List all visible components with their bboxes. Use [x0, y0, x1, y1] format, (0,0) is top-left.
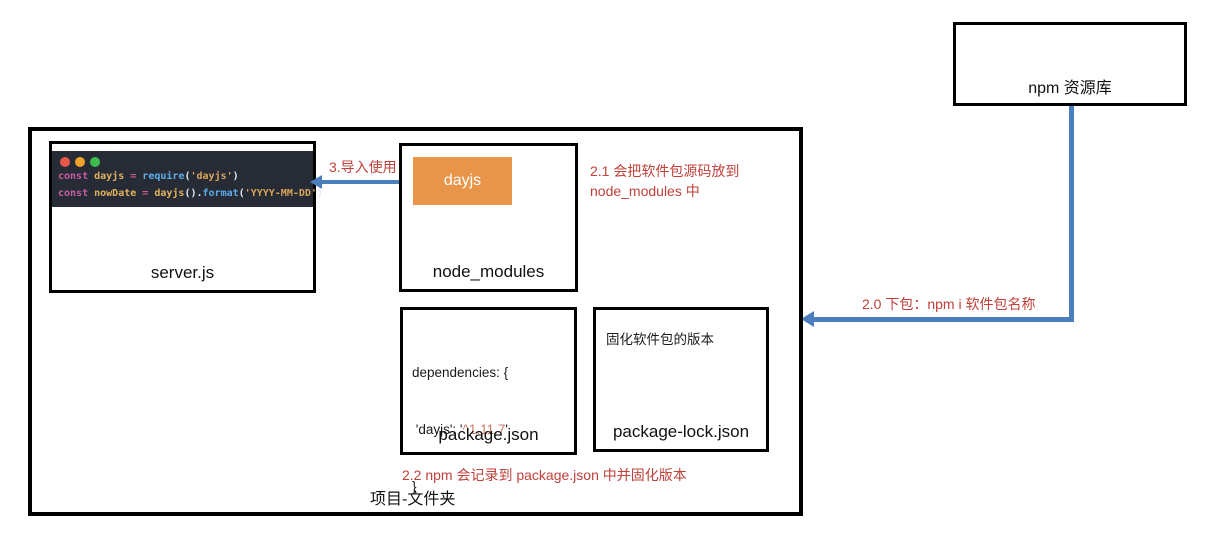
package-lock-json-box: 固化软件包的版本 package-lock.json	[593, 307, 769, 452]
window-dot-orange-icon	[75, 156, 85, 167]
annotation-put-source-line2: node_modules 中	[590, 183, 700, 199]
dependencies-line3: }	[412, 479, 417, 494]
code-token: const	[58, 171, 95, 182]
package-lock-json-label: package-lock.json	[612, 422, 750, 441]
code-token: dayjs	[154, 188, 185, 199]
annotation-download-command: 2.0 下包：npm i 软件包名称	[862, 296, 1036, 312]
code-token: 'YYYY-MM-DD'	[244, 188, 317, 199]
code-token: ().	[184, 188, 203, 199]
code-line-2: const nowDate = dayjs().format('YYYY-MM-…	[58, 185, 323, 202]
dependencies-version: ^1.11.7	[462, 422, 506, 437]
server-js-filename: server.js	[150, 263, 215, 282]
window-dot-red-icon	[60, 156, 70, 167]
annotation-put-source: 2.1 会把软件包源码放到 node_modules 中	[590, 161, 805, 201]
code-token: =	[130, 171, 143, 182]
code-token: const	[58, 188, 95, 199]
code-editor-surface: const dayjs = require('dayjs') const now…	[52, 151, 323, 207]
code-token: require	[142, 171, 185, 182]
dependencies-line2: 'dayjs': '^1.11.7'	[412, 420, 508, 439]
import-arrowhead-icon	[310, 175, 322, 189]
code-token: nowDate	[94, 188, 143, 199]
annotation-import-use: 3.导入使用	[329, 159, 397, 175]
dependencies-line1: dependencies: {	[412, 365, 509, 380]
code-token: dayjs	[94, 171, 131, 182]
package-json-label: package.json	[438, 425, 539, 444]
annotation-record-version: 2.2 npm 会记录到 package.json 中并固化版本	[402, 467, 687, 483]
npm-repository-box: npm 资源库	[953, 22, 1187, 106]
node-modules-label: node_modules	[432, 262, 545, 281]
code-token: (	[184, 171, 191, 182]
code-token: (	[238, 188, 245, 199]
project-folder-label: 项目-文件夹	[370, 491, 456, 508]
server-js-window: const dayjs = require('dayjs') const now…	[49, 141, 323, 293]
code-token: =	[142, 188, 155, 199]
node-modules-box: dayjs node_modules	[399, 143, 578, 292]
package-lock-note: 固化软件包的版本	[606, 332, 714, 347]
package-json-box: dependencies: { 'dayjs': '^1.11.7' } pac…	[400, 307, 577, 494]
code-token: format	[202, 188, 239, 199]
annotation-put-source-line1: 2.1 会把软件包源码放到	[590, 163, 740, 179]
dependencies-line2-prefix: 'dayjs': '	[412, 422, 463, 437]
window-dot-green-icon	[90, 156, 100, 167]
dependencies-snippet: dependencies: { 'dayjs': '^1.11.7' }	[412, 325, 508, 534]
npm-download-arrow-horizontal	[813, 317, 1074, 322]
code-token: )	[316, 188, 323, 199]
code-token: )	[232, 171, 239, 182]
import-arrow-line	[321, 180, 413, 184]
dayjs-package-box: dayjs	[413, 157, 512, 205]
code-line-1: const dayjs = require('dayjs')	[58, 168, 307, 185]
window-controls	[58, 155, 307, 168]
dayjs-package-label: dayjs	[443, 172, 482, 189]
npm-repository-label: npm 资源库	[1028, 80, 1112, 97]
npm-download-arrow-vertical	[1069, 106, 1074, 320]
npm-download-arrowhead-icon	[801, 311, 814, 327]
dependencies-line2-suffix: '	[505, 422, 508, 437]
code-token: 'dayjs'	[190, 171, 233, 182]
